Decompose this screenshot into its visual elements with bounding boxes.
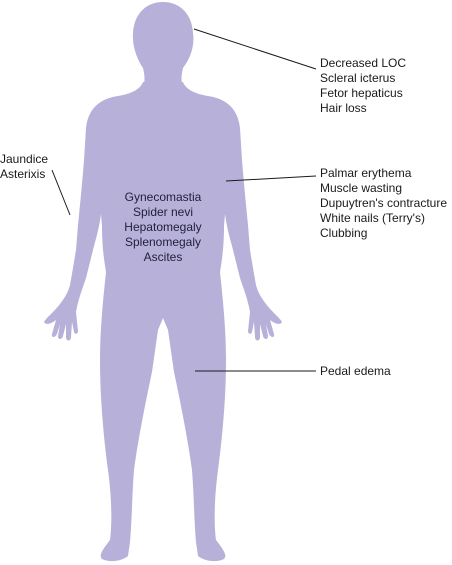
finding-label: Pedal edema	[320, 364, 391, 378]
finding-label: Dupuytren's contracture	[320, 196, 448, 210]
silhouette	[44, 2, 282, 562]
leader-lines	[51, 28, 317, 372]
finding-label: Jaundice	[0, 152, 49, 166]
leader-arm-left	[51, 169, 71, 216]
finding-label: Muscle wasting	[320, 181, 403, 195]
leader-head	[193, 28, 317, 70]
arm-findings: Jaundice Asterixis	[0, 152, 48, 182]
finding-label: Palmar erythema	[320, 166, 412, 180]
finding-label: Asterixis	[0, 167, 46, 181]
finding-label: Spider nevi	[132, 205, 194, 219]
finding-label: Scleral icterus	[320, 71, 396, 85]
leader-hand-right	[225, 175, 317, 182]
finding-label: Hair loss	[320, 101, 367, 115]
finding-label: White nails (Terry's)	[320, 211, 425, 225]
finding-label: Gynecomastia	[124, 190, 202, 204]
hand-findings: Palmar erythema Muscle wasting Dupuytren…	[320, 166, 447, 241]
torso-shape	[44, 82, 282, 562]
leg-findings: Pedal edema	[320, 364, 391, 379]
finding-label: Hepatomegaly	[124, 220, 202, 234]
finding-label: Ascites	[143, 250, 183, 264]
head-shape	[132, 2, 194, 88]
finding-label: Fetor hepaticus	[320, 86, 403, 100]
finding-label: Clubbing	[320, 226, 368, 240]
finding-label: Splenomegaly	[124, 235, 202, 249]
finding-label: Decreased LOC	[320, 56, 407, 70]
head-findings: Decreased LOC Scleral icterus Fetor hepa…	[320, 56, 406, 116]
torso-findings: Gynecomastia Spider nevi Hepatomegaly Sp…	[95, 190, 231, 265]
